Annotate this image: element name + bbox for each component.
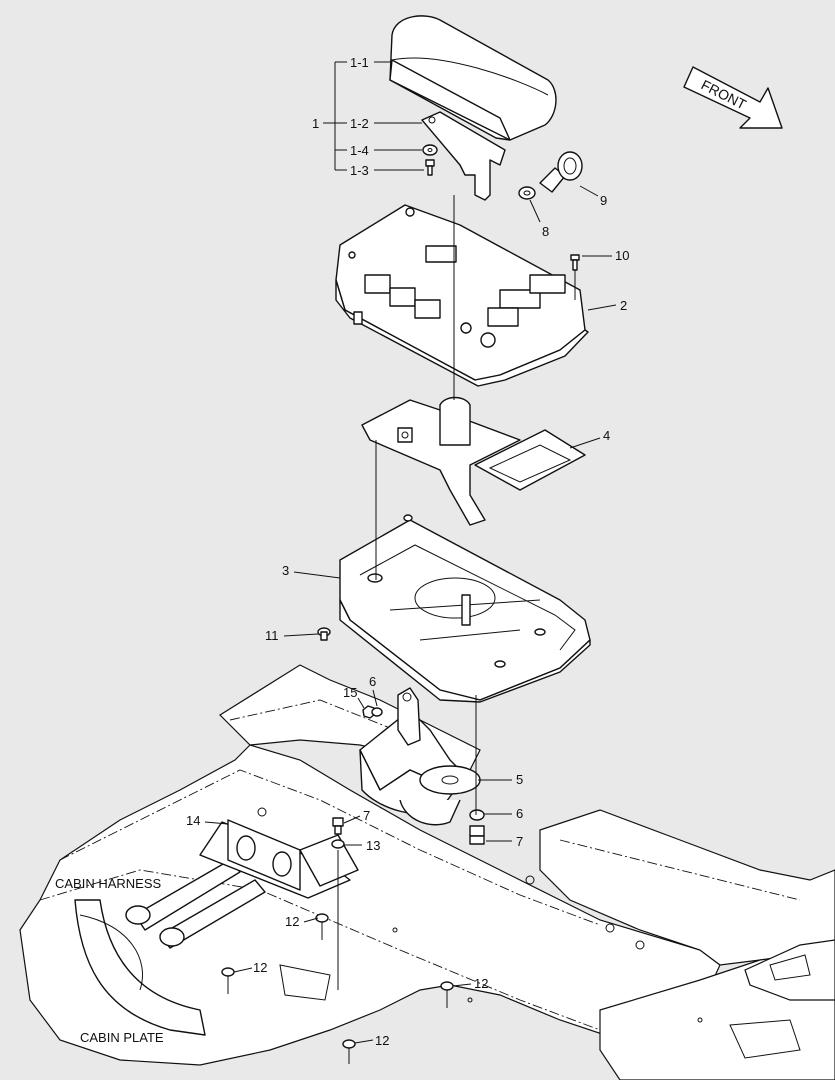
part-8-washer <box>518 186 536 200</box>
front-direction-arrow: FRONT <box>683 66 783 129</box>
label-1-2: 1-2 <box>350 116 369 131</box>
part-1-3-screw <box>425 159 435 176</box>
part-11-screw <box>317 627 331 641</box>
label-1-1: 1-1 <box>350 55 369 70</box>
label-6-lower: 6 <box>516 806 523 821</box>
part-2-console-box <box>335 204 589 387</box>
support-bracket <box>359 687 481 826</box>
label-5: 5 <box>516 772 523 787</box>
part-9-knob <box>539 151 583 193</box>
part-1-4-washer <box>422 144 438 156</box>
part-1-2-armrest-bracket <box>421 111 506 201</box>
label-15: 15 <box>343 685 357 700</box>
part-12-screw-a <box>315 913 329 940</box>
label-1-3: 1-3 <box>350 163 369 178</box>
label-1: 1 <box>312 116 319 131</box>
part-labels: 1 1-1 1-2 1-4 1-3 9 8 10 2 4 3 11 15 6 5… <box>55 55 629 1048</box>
part-12-screw-d <box>342 1039 356 1064</box>
label-8: 8 <box>542 224 549 239</box>
label-13: 13 <box>366 838 380 853</box>
label-14: 14 <box>186 813 200 828</box>
label-7-right: 7 <box>516 834 523 849</box>
part-13-washer <box>331 839 345 849</box>
part-1-1-armrest-pad <box>389 15 557 141</box>
part-7-bolt-right <box>469 825 485 845</box>
label-7-left: 7 <box>363 808 370 823</box>
part-6-washer-upper <box>371 707 383 717</box>
cabin-harness-label: CABIN HARNESS <box>55 876 162 891</box>
assembly-centerlines <box>337 195 576 990</box>
label-4: 4 <box>603 428 610 443</box>
cabin-plate-label: CABIN PLATE <box>80 1030 164 1045</box>
label-11: 11 <box>265 628 279 643</box>
label-6-upper: 6 <box>369 674 376 689</box>
part-3-lower-cover <box>339 514 591 703</box>
label-2: 2 <box>620 298 627 313</box>
label-12-d: 12 <box>375 1033 389 1048</box>
leader-lines <box>204 61 617 1044</box>
label-1-4: 1-4 <box>350 143 369 158</box>
cabin-harness <box>74 859 266 1036</box>
label-12-b: 12 <box>253 960 267 975</box>
part-7-bolt-left <box>332 817 344 835</box>
part-6-washer-lower <box>469 809 485 821</box>
part-4-mounting-plate <box>361 396 586 526</box>
label-3: 3 <box>282 563 289 578</box>
part-14-bracket <box>199 819 359 899</box>
part-12-screw-b <box>221 967 235 994</box>
label-10: 10 <box>615 248 629 263</box>
label-12-c: 12 <box>474 976 488 991</box>
part-12-screw-c <box>440 981 454 1008</box>
label-9: 9 <box>600 193 607 208</box>
part-10-screw <box>570 254 580 271</box>
label-12-a: 12 <box>285 914 299 929</box>
